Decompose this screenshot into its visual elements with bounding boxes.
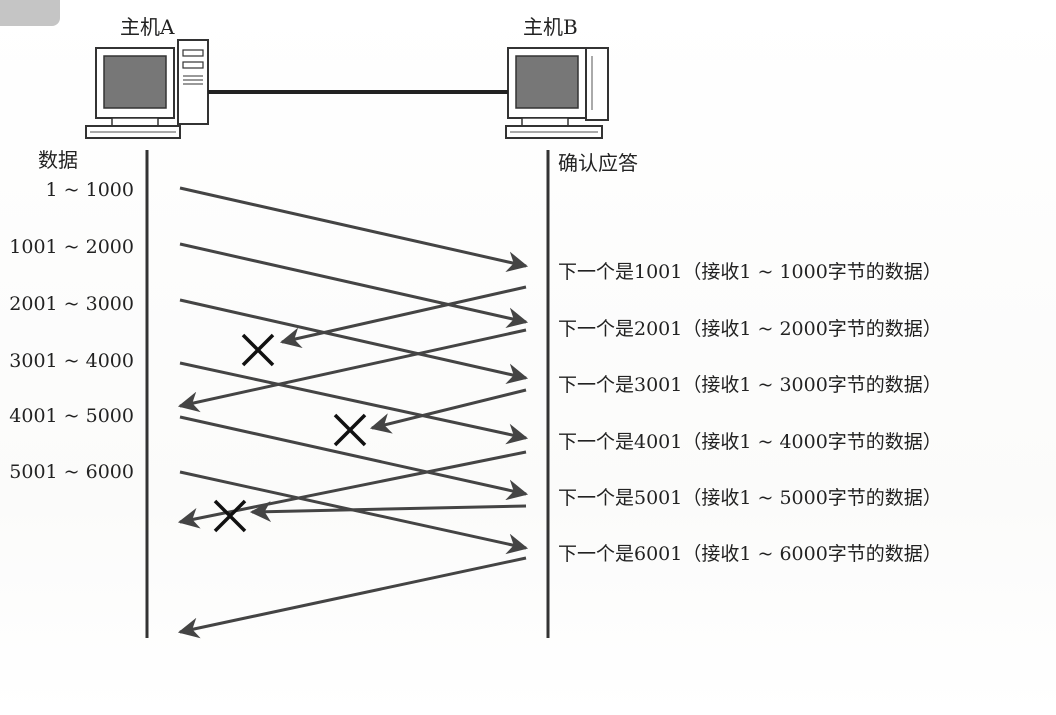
ack-arrow [177, 328, 527, 413]
ack-label: 下一个是6001（接收1 ~ 6000字节的数据） [558, 543, 942, 565]
ack-label: 下一个是2001（接收1 ~ 2000字节的数据） [558, 318, 942, 340]
data-segment-arrow [179, 298, 529, 385]
ack-arrow [177, 556, 527, 639]
data-segment-label: 3001 ~ 4000 [9, 350, 134, 372]
packet-lost-x-icon [241, 333, 275, 367]
computer-b-icon [505, 47, 609, 139]
data-segment-label: 1001 ~ 2000 [9, 236, 134, 258]
data-segment-label: 1 ~ 1000 [46, 179, 134, 201]
data-segment-label: 2001 ~ 3000 [9, 293, 134, 315]
ack-label: 下一个是3001（接收1 ~ 3000字节的数据） [558, 374, 942, 396]
data-segment-arrow [179, 186, 529, 273]
ack-labels: 下一个是1001（接收1 ~ 1000字节的数据） 下一个是2001（接收1 ~ … [558, 261, 942, 565]
ack-label: 下一个是1001（接收1 ~ 1000字节的数据） [558, 261, 942, 283]
data-column-header: 数据 [38, 148, 78, 172]
packet-lost-x-icon [333, 413, 367, 447]
computer-a-icon [85, 39, 209, 139]
host-b-label: 主机B [523, 15, 578, 39]
lost-ack-arrow [369, 388, 527, 434]
loss-marks [213, 333, 367, 533]
packet-lost-x-icon [213, 499, 247, 533]
ack-column-header: 确认应答 [558, 151, 638, 175]
data-segment-arrow [179, 361, 529, 445]
ack-label: 下一个是5001（接收1 ~ 5000字节的数据） [558, 487, 942, 509]
data-segment-label: 4001 ~ 5000 [9, 405, 134, 427]
data-segment-label: 5001 ~ 6000 [9, 461, 134, 483]
host-a-label: 主机A [120, 15, 175, 39]
data-segment-arrow [179, 242, 529, 329]
ack-label: 下一个是4001（接收1 ~ 4000字节的数据） [558, 431, 942, 453]
watermark-badge [0, 0, 60, 26]
lost-ack-arrow [279, 285, 527, 349]
data-segment-labels: 1 ~ 1000 1001 ~ 2000 2001 ~ 3000 3001 ~ 400… [9, 179, 134, 483]
data-segment-arrow [179, 415, 529, 501]
lost-ack-arrow [249, 501, 527, 523]
